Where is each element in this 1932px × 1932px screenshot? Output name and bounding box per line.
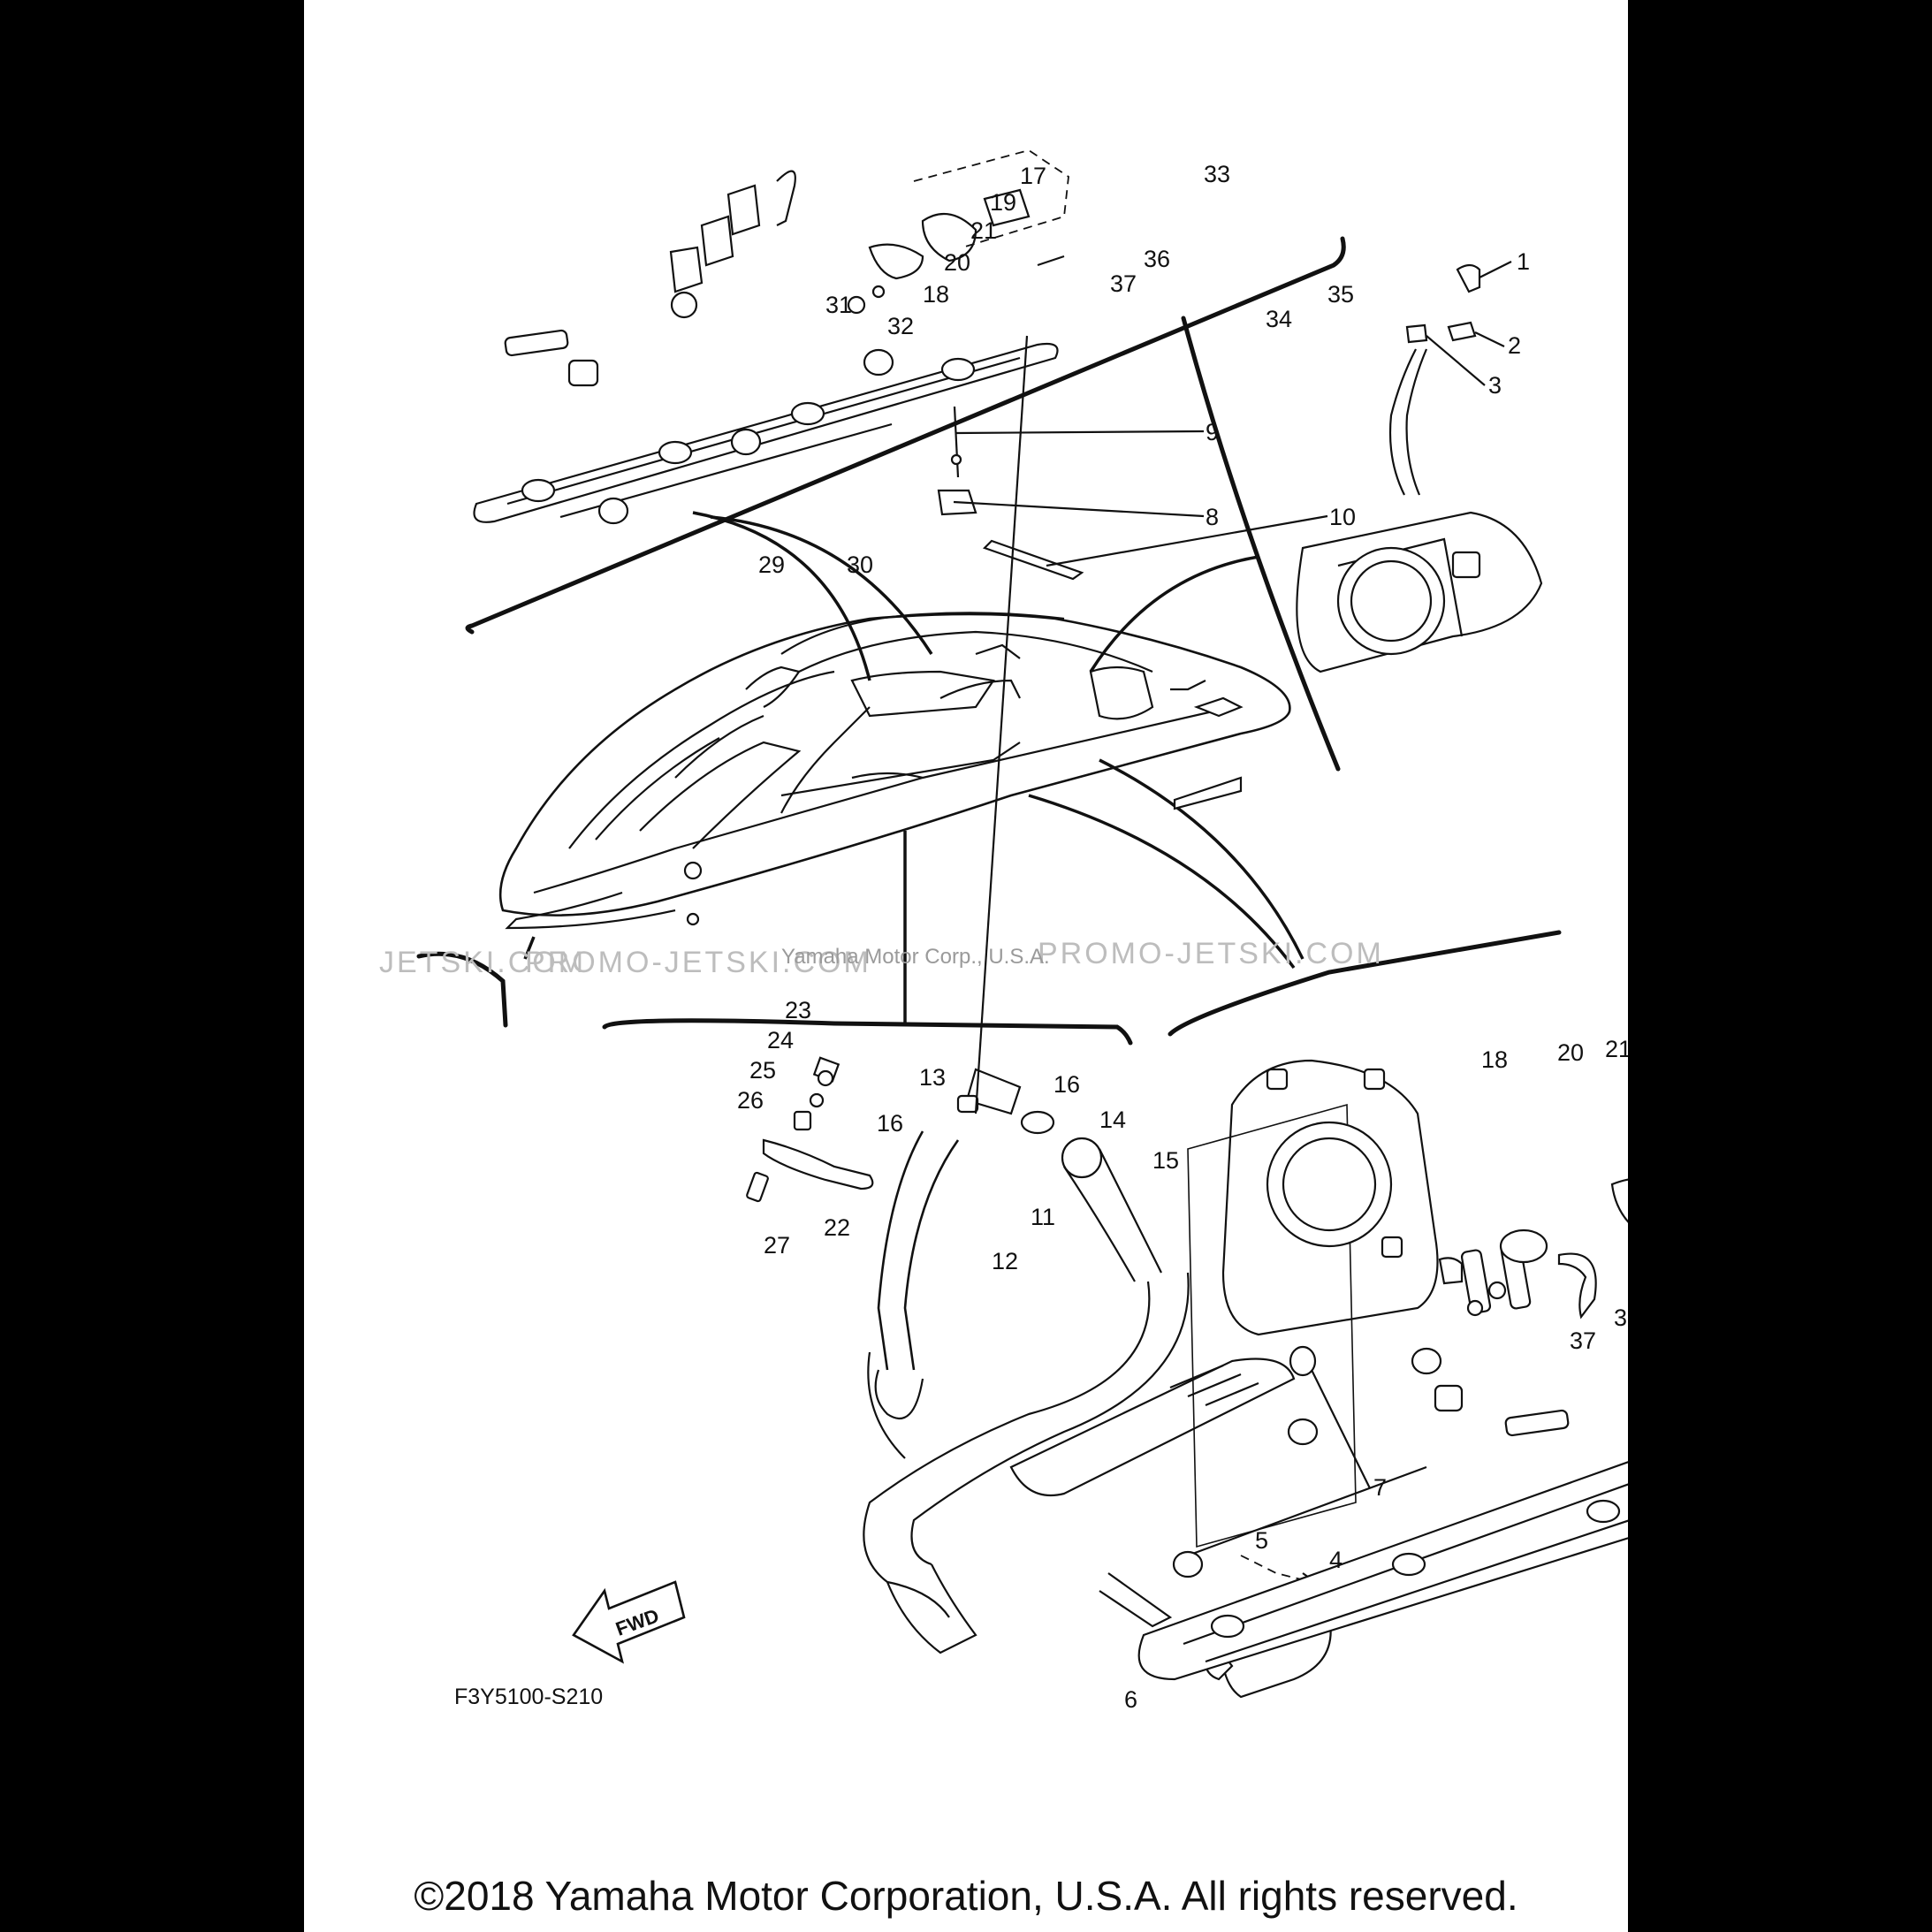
- jet-pump-group: [1296, 263, 1543, 673]
- callout-7: 7: [1373, 1474, 1387, 1501]
- callout-36b: 36: [1614, 1304, 1628, 1331]
- callout-22: 22: [824, 1214, 850, 1241]
- callout-21a: 21: [970, 217, 997, 244]
- watermark-right: PROMO-JETSKI.COM: [1038, 937, 1384, 970]
- callout-20a: 20: [944, 249, 970, 276]
- bracket-top-left: [465, 236, 1346, 635]
- pointer-arrows: [523, 511, 1304, 1025]
- callout-32a: 32: [887, 313, 914, 339]
- callout-labels: 1 2 3 4 5 6 7 8 9 10 11 12 13 14 15 16 1…: [737, 161, 1628, 1713]
- callout-21b: 21: [1605, 1036, 1628, 1062]
- copyright-notice: ©2018 Yamaha Motor Corporation, U.S.A. A…: [414, 1873, 1518, 1919]
- callout-1: 1: [1517, 248, 1530, 275]
- callout-15: 15: [1152, 1147, 1179, 1174]
- leader-lines: [953, 261, 1512, 1489]
- callout-16b: 16: [877, 1110, 903, 1137]
- callout-23: 23: [785, 997, 811, 1023]
- callout-17a: 17: [1020, 163, 1046, 189]
- callout-3: 3: [1488, 372, 1502, 399]
- callout-20b: 20: [1557, 1039, 1584, 1066]
- callout-27: 27: [764, 1232, 790, 1259]
- fastener-group-center: [937, 406, 1084, 581]
- handle-rail-group-bottom: [1137, 1178, 1628, 1681]
- callout-34a: 34: [1266, 306, 1292, 332]
- callout-5: 5: [1255, 1527, 1268, 1554]
- fwd-arrow-icon: FWD: [572, 1580, 686, 1664]
- bracket-bottom-center: [602, 1018, 1133, 1046]
- callout-35a: 35: [1327, 281, 1354, 308]
- callout-37b: 37: [1570, 1327, 1596, 1354]
- callout-14: 14: [1099, 1107, 1126, 1133]
- callout-6: 6: [1124, 1686, 1137, 1713]
- part-code: F3Y5100-S210: [454, 1685, 603, 1709]
- callout-33a: 33: [1204, 161, 1230, 187]
- callout-8: 8: [1206, 504, 1219, 530]
- callout-9: 9: [1206, 419, 1219, 445]
- bracket-bottom-left: [416, 951, 508, 1028]
- callout-18b: 18: [1481, 1046, 1508, 1073]
- watermark-middle: PROMO-JETSKI.COM: [525, 946, 871, 979]
- callout-25: 25: [749, 1057, 776, 1084]
- callout-10: 10: [1329, 504, 1356, 530]
- watercraft-hull: [498, 612, 1291, 930]
- callout-2: 2: [1508, 332, 1521, 359]
- watermark: JETSKI.COM PROMO-JETSKI.COM PROMO-JETSKI…: [379, 937, 1384, 979]
- callout-36a: 36: [1144, 246, 1170, 272]
- diagram-sheet: FWD JETSKI.COM PROMO-JETSKI.COM PROMO-JE…: [304, 0, 1628, 1932]
- callout-19a: 19: [990, 189, 1016, 216]
- callout-4: 4: [1329, 1547, 1343, 1573]
- callout-26: 26: [737, 1087, 764, 1114]
- exploded-parts-diagram: FWD JETSKI.COM PROMO-JETSKI.COM PROMO-JE…: [379, 149, 1628, 1713]
- callout-18a: 18: [923, 281, 949, 308]
- handle-rail-group-top: [473, 149, 1069, 525]
- callout-11: 11: [1031, 1204, 1055, 1230]
- watermark-left: JETSKI.COM: [379, 946, 586, 979]
- callout-16a: 16: [1053, 1071, 1080, 1098]
- callout-31a: 31: [825, 292, 852, 318]
- callout-30a: 30: [847, 551, 873, 578]
- bracket-top-right: [1181, 316, 1341, 772]
- callout-37a: 37: [1110, 270, 1137, 297]
- watermark-overlay: Yamaha Motor Corp., U.S.A.: [781, 945, 1050, 969]
- callout-29: 29: [758, 551, 785, 578]
- bracket-parts-group: [746, 1056, 874, 1203]
- callout-13: 13: [919, 1064, 946, 1091]
- callout-12: 12: [992, 1248, 1018, 1274]
- bracket-bottom-right: [1168, 930, 1562, 1037]
- callout-24: 24: [767, 1027, 794, 1053]
